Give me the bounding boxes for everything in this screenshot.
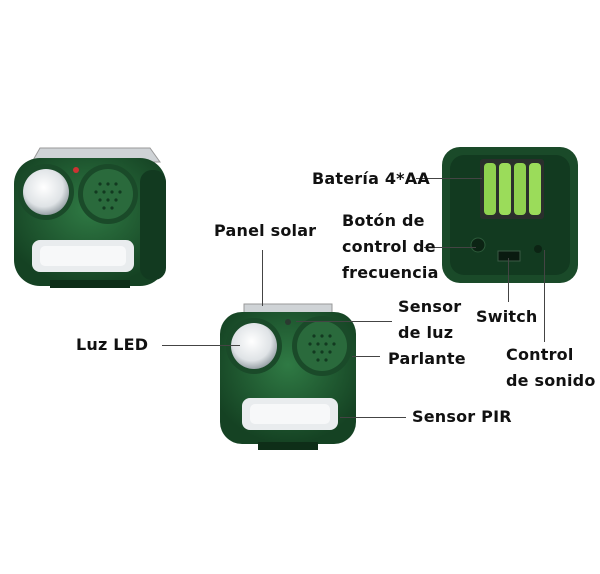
sound-control-leader-line: [544, 250, 545, 342]
pir-leader-line: [340, 417, 406, 418]
device-back-image: [442, 147, 578, 283]
pir-sensor-label: Sensor PIR: [412, 407, 512, 426]
device-front-image: [220, 303, 356, 450]
light-sensor-leader-line: [296, 321, 392, 322]
device-perspective-image: [14, 147, 166, 288]
speaker-leader-line: [352, 356, 380, 357]
frequency-leader-line: [424, 247, 476, 248]
speaker-label: Parlante: [388, 349, 466, 368]
frequency-button-label-line2: control de: [342, 237, 436, 256]
sound-control-label-line2: de sonido: [506, 371, 596, 390]
led-light-label: Luz LED: [76, 335, 149, 354]
switch-leader-line: [508, 258, 509, 302]
light-sensor-label-line2: de luz: [398, 323, 454, 342]
led-light-leader-line: [162, 345, 240, 346]
sound-control-label-line1: Control: [506, 345, 574, 364]
light-sensor-label-line1: Sensor: [398, 297, 462, 316]
frequency-button-label-line3: frecuencia: [342, 263, 439, 282]
solar-panel-label: Panel solar: [214, 221, 317, 240]
frequency-button-label-line1: Botón de: [342, 211, 425, 230]
battery-label: Batería 4*AA: [312, 169, 430, 188]
switch-label: Switch: [476, 307, 538, 326]
solar-panel-leader-line: [262, 250, 263, 306]
battery-leader-line: [416, 178, 482, 179]
